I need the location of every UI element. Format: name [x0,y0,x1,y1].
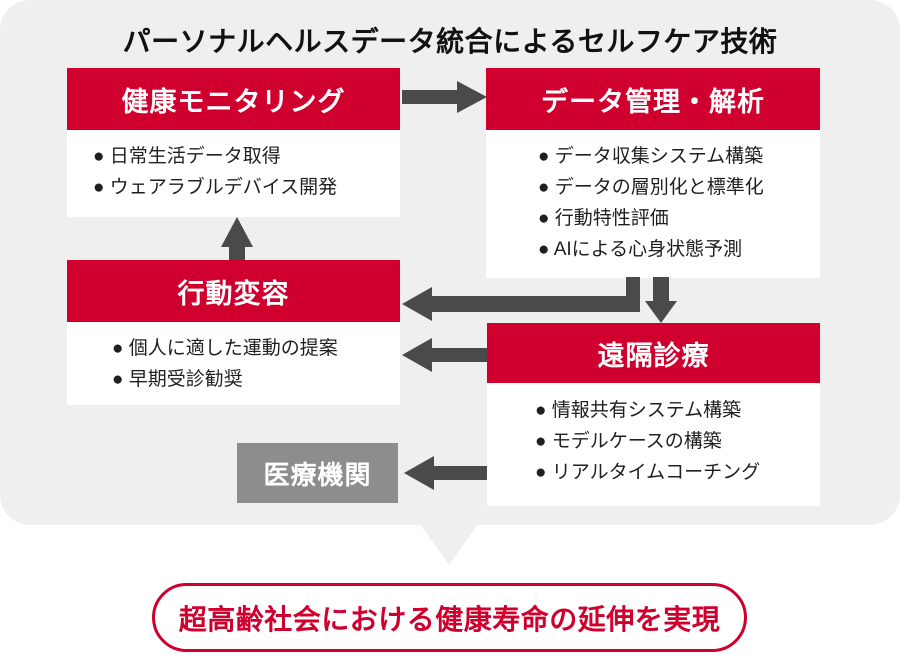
arrow-shaft [428,348,487,362]
bullet-item: ● 情報共有システム構築 [535,400,742,421]
arrow-shaft [653,277,669,302]
arrow-shaft [430,466,487,480]
arrow-head-right-icon [457,81,487,113]
arrow-shaft-horizontal [424,296,640,312]
arrow-head-left-icon [404,456,434,490]
arrow-shaft [229,245,245,260]
bullet-list-health-monitoring: ● 日常生活データ取得 ● ウェアラブルデバイス開発 [67,130,400,203]
bullet-item: ● リアルタイムコーチング [535,462,761,483]
box-body-behavior-change: ● 個人に適した運動の提案 ● 早期受診勧奨 [67,322,400,405]
box-health-monitoring: 健康モニタリング ● 日常生活データ取得 ● ウェアラブルデバイス開発 [67,68,400,217]
diagram-title: パーソナルヘルスデータ統合によるセルフケア技術 [122,26,778,57]
box-medical-institution: 医療機関 [237,443,398,503]
bullet-item: ● データの層別化と標準化 [538,177,764,198]
goal-banner: 超高齢社会における健康寿命の延伸を実現 [152,583,747,652]
box-body-telemedicine: ● 情報共有システム構築 ● モデルケースの構築 ● リアルタイムコーチング [487,383,820,506]
box-body-data-management: ● データ収集システム構築 ● データの層別化と標準化 ● 行動特性評価 ● AIによ… [486,130,820,278]
bullet-list-behavior-change: ● 個人に適した運動の提案 ● 早期受診勧奨 [67,322,400,395]
box-header-behavior-change: 行動変容 [67,260,400,322]
bullet-item: ● 行動特性評価 [538,208,669,229]
bullet-list-data-management: ● データ収集システム構築 ● データの層別化と標準化 ● 行動特性評価 ● AIによ… [486,130,820,265]
bullet-item: ● 日常生活データ取得 [93,146,281,167]
bullet-item: ● ウェアラブルデバイス開発 [93,177,338,198]
arrow-shaft [402,90,458,104]
bullet-item: ● 個人に適した運動の提案 [112,338,338,359]
box-behavior-change: 行動変容 ● 個人に適した運動の提案 ● 早期受診勧奨 [67,260,400,405]
bullet-item: ● データ収集システム構築 [538,146,764,167]
bullet-item: ● 早期受診勧奨 [112,369,243,390]
box-data-management: データ管理・解析 ● データ収集システム構築 ● データの層別化と標準化 ● 行動特… [486,68,820,278]
box-body-health-monitoring: ● 日常生活データ取得 ● ウェアラブルデバイス開発 [67,130,400,217]
box-header-health-monitoring: 健康モニタリング [67,68,400,130]
box-header-telemedicine: 遠隔診療 [487,323,820,383]
arrow-head-left-icon [402,338,432,372]
box-header-data-management: データ管理・解析 [486,68,820,130]
bullet-list-telemedicine: ● 情報共有システム構築 ● モデルケースの構築 ● リアルタイムコーチング [487,383,820,488]
arrow-head-left-icon [402,287,432,321]
arrow-head-up-icon [221,217,253,247]
box-telemedicine: 遠隔診療 ● 情報共有システム構築 ● モデルケースの構築 ● リアルタイムコーチン… [487,323,820,506]
arrow-head-down-icon [645,301,677,323]
bullet-item: ● AIによる心身状態予測 [538,239,743,260]
panel-pointer-triangle [420,524,478,565]
bullet-item: ● モデルケースの構築 [535,431,722,452]
